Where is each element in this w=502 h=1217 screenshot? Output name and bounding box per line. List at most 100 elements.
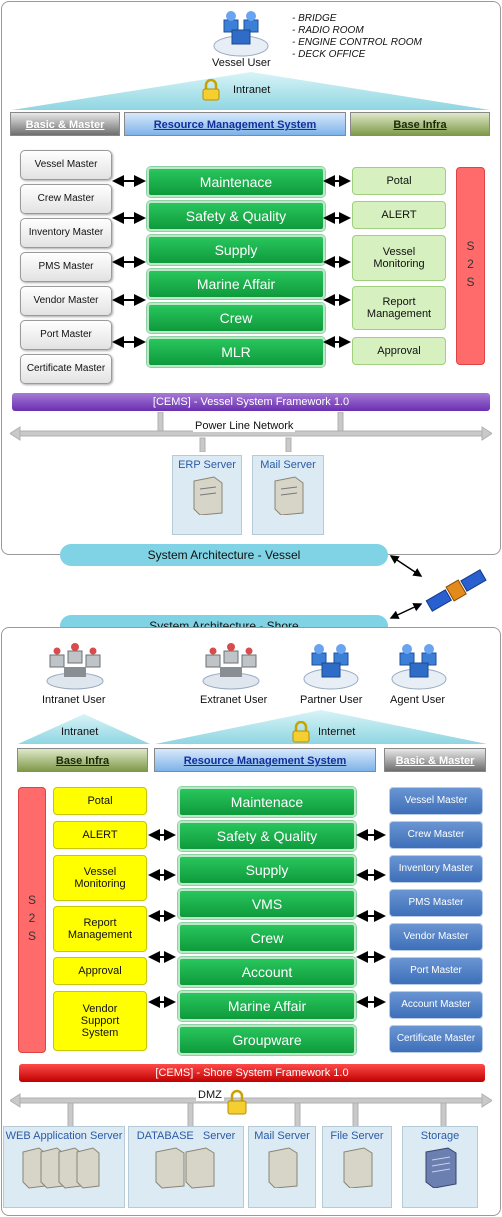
vessel-master-item[interactable]: PMS Master bbox=[20, 252, 112, 282]
mail-server-shore: Mail Server bbox=[248, 1126, 316, 1208]
shore-module-item[interactable]: Supply bbox=[178, 855, 356, 885]
vessel-user-icon bbox=[213, 11, 269, 57]
web-application-server: WEB Application Server bbox=[3, 1126, 125, 1208]
shore-master-item[interactable]: Inventory Master bbox=[389, 855, 483, 883]
vessel-header-base-infra[interactable]: Base Infra bbox=[350, 112, 490, 136]
location-item: - RADIO ROOM bbox=[292, 25, 364, 36]
vessel-locations: - BRIDGE - RADIO ROOM - ENGINE CONTROL R… bbox=[292, 13, 422, 61]
vessel-module-item[interactable]: Safety & Quality bbox=[147, 201, 325, 231]
server-icon bbox=[268, 1147, 298, 1189]
shore-user-label: Agent User bbox=[390, 694, 446, 706]
vessel-master-item[interactable]: Crew Master bbox=[20, 184, 112, 214]
intranet-user-icon bbox=[46, 643, 104, 690]
vessel-master-item[interactable]: Certificate Master bbox=[20, 354, 112, 384]
lock-icon bbox=[292, 721, 310, 743]
shore-s2s-bar: S2S bbox=[18, 787, 46, 1053]
shore-master-item[interactable]: Crew Master bbox=[389, 821, 483, 849]
shore-arrows bbox=[148, 829, 386, 1008]
s2s-label: S2S bbox=[463, 239, 478, 293]
vessel-s2s-bar: S2S bbox=[456, 167, 485, 365]
power-line-label: Power Line Network bbox=[193, 420, 296, 432]
shore-intranet-triangle bbox=[18, 714, 150, 744]
shore-internet-triangle bbox=[155, 710, 487, 744]
lock-icon bbox=[202, 79, 220, 101]
lock-icon bbox=[227, 1089, 247, 1115]
shore-user-label: Intranet User bbox=[42, 694, 106, 706]
mail-server: Mail Server bbox=[252, 455, 324, 535]
vessel-module-item[interactable]: Supply bbox=[147, 235, 325, 265]
erp-server: ERP Server bbox=[172, 455, 242, 535]
vessel-intranet-label: Intranet bbox=[233, 84, 271, 96]
shore-master-item[interactable]: Account Master bbox=[389, 991, 483, 1019]
file-server: File Server bbox=[322, 1126, 392, 1208]
shore-user-label: Extranet User bbox=[200, 694, 268, 706]
server-icon bbox=[155, 1147, 215, 1189]
shore-infra-item[interactable]: Report Management bbox=[53, 906, 147, 952]
server-icon bbox=[343, 1147, 373, 1189]
vessel-infra-item[interactable]: Vessel Monitoring bbox=[352, 235, 446, 281]
power-line-network bbox=[10, 412, 492, 452]
vessel-master-item[interactable]: Port Master bbox=[20, 320, 112, 350]
extranet-user-icon bbox=[202, 643, 260, 690]
server-label: ERP Server bbox=[178, 459, 236, 471]
shore-header-base-infra[interactable]: Base Infra bbox=[17, 748, 148, 772]
partner-user-icon bbox=[303, 644, 359, 690]
vessel-module-item[interactable]: MLR bbox=[147, 337, 325, 367]
shore-module-item[interactable]: Maintenace bbox=[178, 787, 356, 817]
shore-master-item[interactable]: PMS Master bbox=[389, 889, 483, 917]
vessel-header-rms[interactable]: Resource Management System bbox=[124, 112, 346, 136]
server-icon bbox=[193, 476, 223, 516]
vessel-user-label: Vessel User bbox=[212, 57, 271, 69]
vessel-master-item[interactable]: Vendor Master bbox=[20, 286, 112, 316]
server-icon bbox=[22, 1147, 100, 1189]
shore-header-basic-master[interactable]: Basic & Master bbox=[384, 748, 486, 772]
server-icon bbox=[274, 476, 304, 516]
shore-module-item[interactable]: Marine Affair bbox=[178, 991, 356, 1021]
server-label: Storage bbox=[420, 1130, 460, 1142]
s2s-label: S2S bbox=[25, 893, 39, 947]
database-server: DATABASE Server bbox=[128, 1126, 244, 1208]
shore-infra-item[interactable]: ALERT bbox=[53, 821, 147, 849]
server-label: File Server bbox=[330, 1130, 384, 1142]
vessel-module-item[interactable]: Crew bbox=[147, 303, 325, 333]
shore-user-label: Partner User bbox=[300, 694, 363, 706]
shore-module-item[interactable]: Safety & Quality bbox=[178, 821, 356, 851]
shore-master-item[interactable]: Vendor Master bbox=[389, 923, 483, 951]
shore-module-item[interactable]: Crew bbox=[178, 923, 356, 953]
shore-infra-item[interactable]: Vessel Monitoring bbox=[53, 855, 147, 901]
shore-framework-bar: [CEMS] - Shore System Framework 1.0 bbox=[19, 1064, 485, 1082]
shore-master-item[interactable]: Certificate Master bbox=[389, 1025, 483, 1053]
server-label: DATABASE Server bbox=[136, 1130, 236, 1142]
vessel-arch-title: System Architecture - Vessel bbox=[60, 544, 388, 566]
vessel-module-item[interactable]: Marine Affair bbox=[147, 269, 325, 299]
vessel-infra-item[interactable]: Approval bbox=[352, 337, 446, 365]
shore-infra-item[interactable]: Potal bbox=[53, 787, 147, 815]
vessel-intranet-triangle bbox=[12, 72, 490, 110]
server-label: WEB Application Server bbox=[5, 1130, 123, 1142]
vessel-header-basic-master[interactable]: Basic & Master bbox=[10, 112, 120, 136]
shore-infra-item[interactable]: Vendor Support System bbox=[53, 991, 147, 1051]
shore-master-item[interactable]: Vessel Master bbox=[389, 787, 483, 815]
shore-header-rms[interactable]: Resource Management System bbox=[154, 748, 376, 772]
vessel-infra-item[interactable]: ALERT bbox=[352, 201, 446, 229]
shore-infra-item[interactable]: Approval bbox=[53, 957, 147, 985]
satellite-icon bbox=[389, 555, 487, 619]
vessel-infra-item[interactable]: Potal bbox=[352, 167, 446, 195]
vessel-master-item[interactable]: Inventory Master bbox=[20, 218, 112, 248]
shore-internet-label: Internet bbox=[318, 726, 356, 738]
vessel-arrows bbox=[112, 175, 351, 348]
shore-master-item[interactable]: Port Master bbox=[389, 957, 483, 985]
vessel-framework-bar: [CEMS] - Vessel System Framework 1.0 bbox=[12, 393, 490, 411]
vessel-infra-item[interactable]: Report Management bbox=[352, 286, 446, 330]
shore-module-item[interactable]: Groupware bbox=[178, 1025, 356, 1055]
dmz-network bbox=[10, 1093, 492, 1128]
shore-intranet-label: Intranet bbox=[61, 726, 99, 738]
location-item: - DECK OFFICE bbox=[292, 49, 366, 60]
server-label: Mail Server bbox=[254, 1130, 310, 1142]
shore-module-item[interactable]: VMS bbox=[178, 889, 356, 919]
location-item: - ENGINE CONTROL ROOM bbox=[292, 37, 422, 48]
vessel-master-item[interactable]: Vessel Master bbox=[20, 150, 112, 180]
server-label: Mail Server bbox=[260, 459, 316, 471]
shore-module-item[interactable]: Account bbox=[178, 957, 356, 987]
storage-server: Storage bbox=[402, 1126, 478, 1208]
